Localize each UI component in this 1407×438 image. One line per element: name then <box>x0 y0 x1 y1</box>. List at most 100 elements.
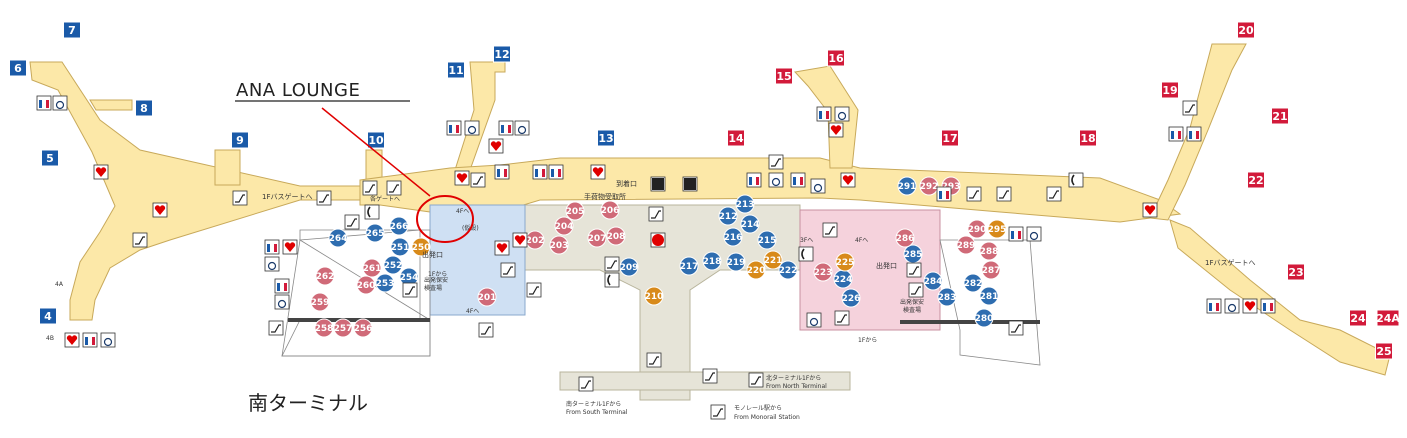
shop-number: 213 <box>736 200 755 210</box>
icon-shape <box>999 190 1009 199</box>
wheelchair-icon <box>464 120 480 136</box>
icon-shape <box>830 125 842 135</box>
shop-marker-bg <box>919 176 939 196</box>
shop-marker-bg <box>356 275 376 295</box>
icon-shape <box>1196 131 1199 139</box>
icon-shape <box>503 266 513 275</box>
icon-shape <box>756 177 759 185</box>
icon-shape <box>751 376 761 385</box>
icon-shape <box>501 125 504 133</box>
gate-number: 24 <box>1350 312 1366 325</box>
icon-shape <box>1011 231 1014 239</box>
gate-badge-bg <box>1237 21 1255 39</box>
restroom-icon <box>1168 126 1184 142</box>
south-terminal-label-en: From South Terminal <box>566 409 628 416</box>
gate-badge-bg <box>367 131 385 149</box>
icon-shape <box>235 194 245 203</box>
restroom-icon <box>1260 298 1276 314</box>
icon-shape <box>277 283 280 291</box>
shop-marker-bg <box>979 286 999 306</box>
monorail-label-en: From Monorail Station <box>734 414 800 421</box>
restroom-icon <box>82 332 98 348</box>
shop-marker-203: 203 <box>549 235 569 255</box>
gate-number: 19 <box>1162 84 1177 97</box>
icons-layer <box>36 95 1276 420</box>
departure-label-right: 出発口 <box>876 261 897 270</box>
shop-marker-251: 251 <box>390 237 410 257</box>
aed-icon <box>64 332 80 348</box>
shop-marker-265: 265 <box>365 223 385 243</box>
restroom-icon <box>498 120 514 136</box>
icon-frame <box>906 262 922 278</box>
shop-marker-bg <box>702 251 722 271</box>
shop-marker-250: 250 <box>411 237 431 257</box>
from-1f-label-right: 1Fから <box>858 337 877 344</box>
shop-marker-bg <box>967 219 987 239</box>
icon-frame <box>1068 172 1084 188</box>
icon-shape <box>1189 131 1192 139</box>
icon-shape <box>517 125 527 135</box>
shop-number: 264 <box>329 234 348 244</box>
escalator-icon <box>648 206 664 222</box>
icon-shape <box>85 337 88 345</box>
shop-marker-bg <box>895 228 915 248</box>
shop-marker-bg <box>477 287 497 307</box>
shop-marker-224: 224 <box>833 269 853 289</box>
escalator-icon <box>906 262 922 278</box>
shop-number: 220 <box>747 266 766 276</box>
restroom-icon <box>936 186 952 202</box>
baggage-claim-label: 手荷物受取所 <box>584 192 626 201</box>
gate-badge-25: 25 <box>1375 342 1393 360</box>
shop-number: 258 <box>315 324 334 334</box>
icon-frame <box>1026 226 1042 242</box>
shop-marker-bg <box>956 235 976 255</box>
floor4-label-b: 4Fへ <box>466 308 479 315</box>
icon-shape <box>473 176 483 185</box>
icon-shape <box>274 244 277 252</box>
icon-shape <box>800 177 803 185</box>
icon-shape <box>405 286 415 295</box>
icon-shape <box>819 111 822 119</box>
restroom-icon <box>532 164 548 180</box>
icon-shape <box>801 248 805 260</box>
restroom-icon <box>1206 298 1222 314</box>
north-terminal-label-jp: 北ターミナル1Fから <box>766 374 821 382</box>
icon-frame <box>402 282 418 298</box>
escalator-icon <box>966 186 982 202</box>
floor3-label: 3Fへ <box>800 237 813 244</box>
shop-marker-214: 214 <box>740 214 760 234</box>
telephone-icon <box>364 204 380 220</box>
shop-marker-206: 206 <box>600 200 620 220</box>
elevator-icon <box>710 404 726 420</box>
icon-shape <box>535 169 538 177</box>
icon-shape <box>490 141 502 151</box>
icon-frame <box>316 190 332 206</box>
shop-number: 219 <box>727 258 746 268</box>
icon-frame <box>1008 320 1024 336</box>
wheelchair-icon <box>768 172 784 188</box>
gate-badge-bg <box>63 21 81 39</box>
icon-shape <box>267 244 270 252</box>
icon-frame <box>132 232 148 248</box>
gate-number: 20 <box>1238 24 1254 37</box>
icon-frame <box>1224 298 1240 314</box>
icon-shape <box>551 169 554 177</box>
escalator-icon <box>470 172 486 188</box>
icon-shape <box>66 335 78 345</box>
shop-marker-284: 284 <box>923 271 943 291</box>
shop-number: 254 <box>400 273 419 283</box>
icon-shape <box>1263 303 1266 311</box>
escalator-icon <box>268 320 284 336</box>
shop-number: 212 <box>719 212 738 222</box>
icon-shape <box>705 372 715 381</box>
shop-marker-223: 223 <box>813 262 833 282</box>
shop-number: 223 <box>814 268 833 278</box>
shop-marker-bg <box>310 292 330 312</box>
icon-frame <box>232 190 248 206</box>
gate-badge-bg <box>1375 342 1393 360</box>
shop-marker-221: 221 <box>763 250 783 270</box>
shop-marker-bg <box>644 286 664 306</box>
restroom-icon <box>1008 226 1024 242</box>
